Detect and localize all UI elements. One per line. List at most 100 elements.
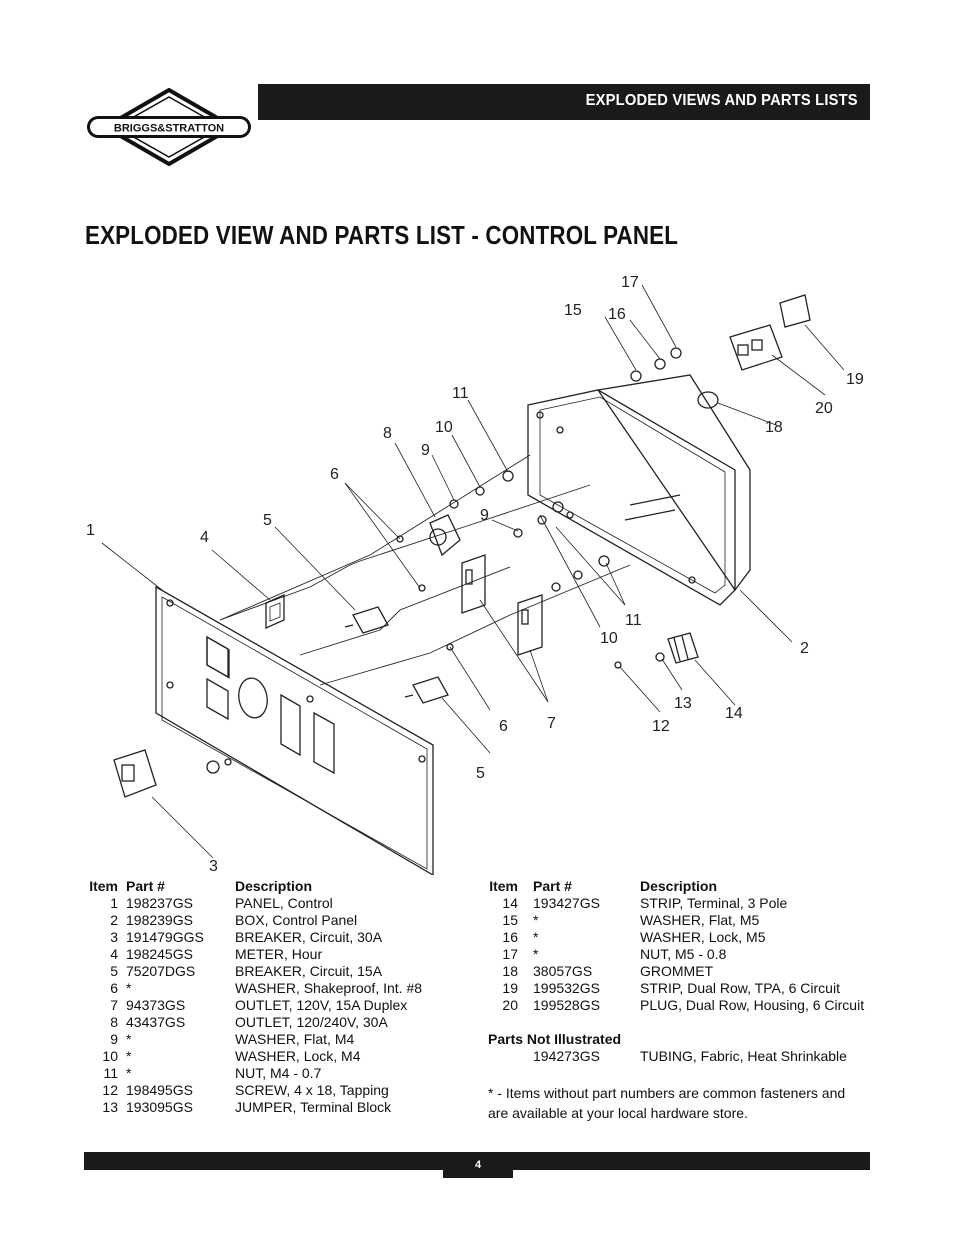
callout-11-upper: 11 <box>452 385 469 402</box>
callout-3: 3 <box>209 858 218 875</box>
parts-row: 2 198239GS BOX, Control Panel <box>88 912 468 929</box>
row-item: 15 <box>502 912 518 928</box>
briggs-stratton-logo: BRIGGS&STRATTON <box>87 88 251 166</box>
row-item: 1 <box>110 895 118 911</box>
row-part: 43437GS <box>126 1014 186 1030</box>
row-description: SCREW, 4 x 18, Tapping <box>235 1082 389 1098</box>
row-item: 7 <box>110 997 118 1013</box>
section-title: EXPLODED VIEWS AND PARTS LISTS <box>585 92 858 109</box>
callout-7: 7 <box>547 715 556 732</box>
row-part: 194273GS <box>533 1048 600 1064</box>
parts-list-header: Item Part # Description <box>488 878 878 895</box>
header-item: Item <box>89 878 118 894</box>
footnote: * - Items without part numbers are commo… <box>488 1085 846 1121</box>
row-description: WASHER, Lock, M4 <box>235 1048 361 1064</box>
row-item: 2 <box>110 912 118 928</box>
header-part: Part # <box>126 878 165 894</box>
parts-row: 13 193095GS JUMPER, Terminal Block <box>88 1099 468 1116</box>
row-part: 38057GS <box>533 963 593 979</box>
row-item: 18 <box>502 963 518 979</box>
row-part: 193095GS <box>126 1099 193 1115</box>
row-item: 8 <box>110 1014 118 1030</box>
row-item: 19 <box>502 980 518 996</box>
duplex-outlet-upper-drawing <box>461 554 486 614</box>
callout-5-upper: 5 <box>263 512 272 529</box>
callout-15: 15 <box>564 302 582 319</box>
row-description: JUMPER, Terminal Block <box>235 1099 392 1115</box>
leader-lines <box>101 284 845 859</box>
row-description: BOX, Control Panel <box>235 912 358 928</box>
parts-row: 1 198237GS PANEL, Control <box>88 895 468 912</box>
row-item: 13 <box>102 1099 118 1115</box>
row-item: 4 <box>110 946 118 962</box>
logo-text: BRIGGS&STRATTON <box>114 123 224 135</box>
row-item: 11 <box>103 1065 118 1081</box>
callout-13: 13 <box>674 695 692 712</box>
row-part: 199528GS <box>533 997 600 1013</box>
terminal-strip-drawing <box>667 632 699 664</box>
row-description: BREAKER, Circuit, 30A <box>235 929 383 945</box>
row-description: METER, Hour <box>235 946 323 962</box>
control-box-drawing <box>527 374 751 606</box>
callout-19: 19 <box>846 371 864 388</box>
callout-labels: 1 2 3 4 5 5 6 6 7 8 9 9 10 10 11 11 12 1… <box>86 274 864 875</box>
row-description: NUT, M5 - 0.8 <box>640 946 727 962</box>
callout-6-lower: 6 <box>499 718 508 735</box>
callout-9-lower: 9 <box>480 507 489 524</box>
callout-5-lower: 5 <box>476 765 485 782</box>
row-item: 9 <box>110 1031 118 1047</box>
row-description: NUT, M4 - 0.7 <box>235 1065 322 1081</box>
row-item: 10 <box>102 1048 118 1064</box>
callout-20: 20 <box>815 400 833 417</box>
row-description: STRIP, Dual Row, TPA, 6 Circuit <box>640 980 840 996</box>
row-part: 198237GS <box>126 895 193 911</box>
row-description: OUTLET, 120V, 15A Duplex <box>235 997 408 1013</box>
parts-row: 15*WASHER, Flat, M5 <box>488 912 878 929</box>
row-item: 6 <box>110 980 118 996</box>
breaker-15a-lower-drawing <box>404 676 449 704</box>
row-part: 199532GS <box>533 980 600 996</box>
outlet-30a-drawing <box>429 514 461 557</box>
callout-10-lower: 10 <box>600 630 618 647</box>
page-number: 4 <box>443 1152 513 1178</box>
parts-row: 17*NUT, M5 - 0.8 <box>488 946 878 963</box>
row-description: PANEL, Control <box>235 895 333 911</box>
row-item: 16 <box>502 929 518 945</box>
row-description: WASHER, Flat, M4 <box>235 1031 355 1047</box>
row-part: 193427GS <box>533 895 600 911</box>
hour-meter-drawing <box>265 593 285 630</box>
callout-17: 17 <box>621 274 639 291</box>
header-part: Part # <box>533 878 572 894</box>
header-description: Description <box>235 878 313 894</box>
header-description: Description <box>640 878 718 894</box>
breaker-15a-upper-drawing <box>344 606 389 634</box>
row-description: OUTLET, 120/240V, 30A <box>235 1014 388 1030</box>
row-part: 191479GGS <box>126 929 204 945</box>
row-part: 198239GS <box>126 912 193 928</box>
section-header-bar: EXPLODED VIEWS AND PARTS LISTS <box>258 84 870 120</box>
callout-10-upper: 10 <box>435 419 453 436</box>
row-description: TUBING, Fabric, Heat Shrinkable <box>640 1048 847 1064</box>
terminal-block-drawing <box>729 294 811 371</box>
header-item: Item <box>489 878 518 894</box>
row-part: 198495GS <box>126 1082 193 1098</box>
parts-row: 8 43437GS OUTLET, 120/240V, 30A <box>88 1014 468 1031</box>
row-description: WASHER, Lock, M5 <box>640 929 766 945</box>
callout-8: 8 <box>383 425 392 442</box>
row-part: * <box>533 912 539 928</box>
row-description: STRIP, Terminal, 3 Pole <box>640 895 788 911</box>
parts-row: 6*WASHER, Shakeproof, Int. #8 <box>88 980 468 997</box>
callout-14: 14 <box>725 705 743 722</box>
row-part: 94373GS <box>126 997 186 1013</box>
control-panel-drawing <box>155 585 434 875</box>
parts-row: 7 94373GS OUTLET, 120V, 15A Duplex <box>88 997 468 1014</box>
grommet-drawing <box>697 391 719 409</box>
parts-row: 194273GS TUBING, Fabric, Heat Shrinkable <box>488 1048 878 1065</box>
